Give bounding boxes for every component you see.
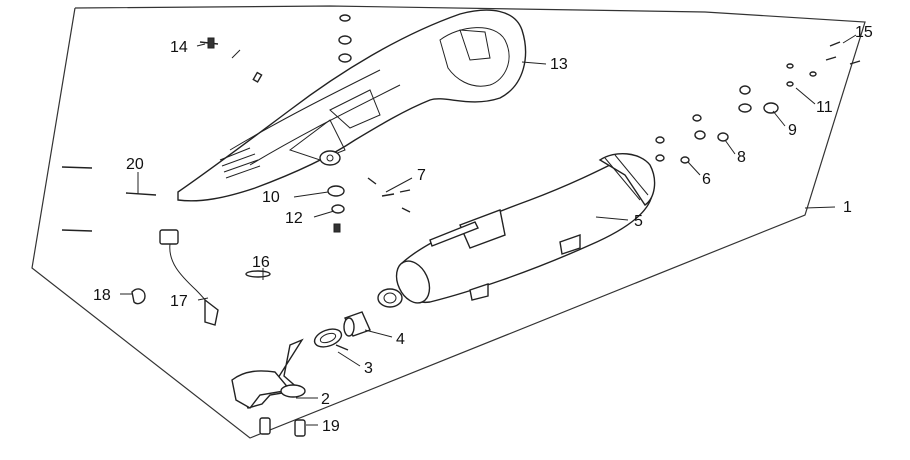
callout-7: 7 xyxy=(417,167,426,184)
part-16-gasket xyxy=(245,270,271,278)
part-12-washer xyxy=(331,204,345,214)
callout-18: 18 xyxy=(93,287,111,304)
callout-12: 12 xyxy=(285,210,303,227)
top-washers xyxy=(338,14,352,63)
part-19-caps xyxy=(259,417,306,437)
callout-19: 19 xyxy=(322,418,340,435)
callout-3: 3 xyxy=(364,360,373,377)
part-15-screws xyxy=(825,41,861,65)
callout-4: 4 xyxy=(396,331,405,348)
callout-2: 2 xyxy=(321,391,330,408)
part-9-nuts xyxy=(738,85,779,114)
part-4-gasket xyxy=(343,311,371,337)
part-13-heat-shield xyxy=(177,9,527,202)
callout-16: 16 xyxy=(252,254,270,271)
part-8-nuts xyxy=(692,114,729,142)
callout-8: 8 xyxy=(737,149,746,166)
callout-15: 15 xyxy=(855,24,873,41)
part-17-o2-sensor xyxy=(159,229,219,326)
part-12-bolt xyxy=(333,223,341,233)
part-18-clip xyxy=(131,288,146,305)
callout-14: 14 xyxy=(170,39,188,56)
part-10-washer xyxy=(327,185,345,197)
callout-11: 11 xyxy=(816,99,833,116)
callout-6: 6 xyxy=(702,171,711,188)
callout-9: 9 xyxy=(788,122,797,139)
callout-17: 17 xyxy=(170,293,188,310)
leader-lines xyxy=(120,34,857,426)
assembly-boundary xyxy=(31,5,866,439)
callout-5: 5 xyxy=(634,213,643,230)
part-7-pins xyxy=(367,177,411,213)
part-11-washers xyxy=(786,63,817,87)
part-5-muffler xyxy=(377,153,656,308)
callout-13: 13 xyxy=(550,56,568,73)
callout-1: 1 xyxy=(843,199,852,216)
callout-labels: 1 2 3 4 5 6 7 8 9 10 11 12 13 14 15 16 1… xyxy=(93,24,873,435)
part-14-screw xyxy=(199,37,219,49)
part-20-bolts xyxy=(61,166,157,232)
part-2-exhaust-pipe xyxy=(231,338,306,409)
part-6-washers xyxy=(655,136,690,164)
callout-10: 10 xyxy=(262,189,280,206)
heat-shield-vents xyxy=(219,147,261,179)
part-3-clamp xyxy=(313,328,349,351)
callout-20: 20 xyxy=(126,156,144,173)
